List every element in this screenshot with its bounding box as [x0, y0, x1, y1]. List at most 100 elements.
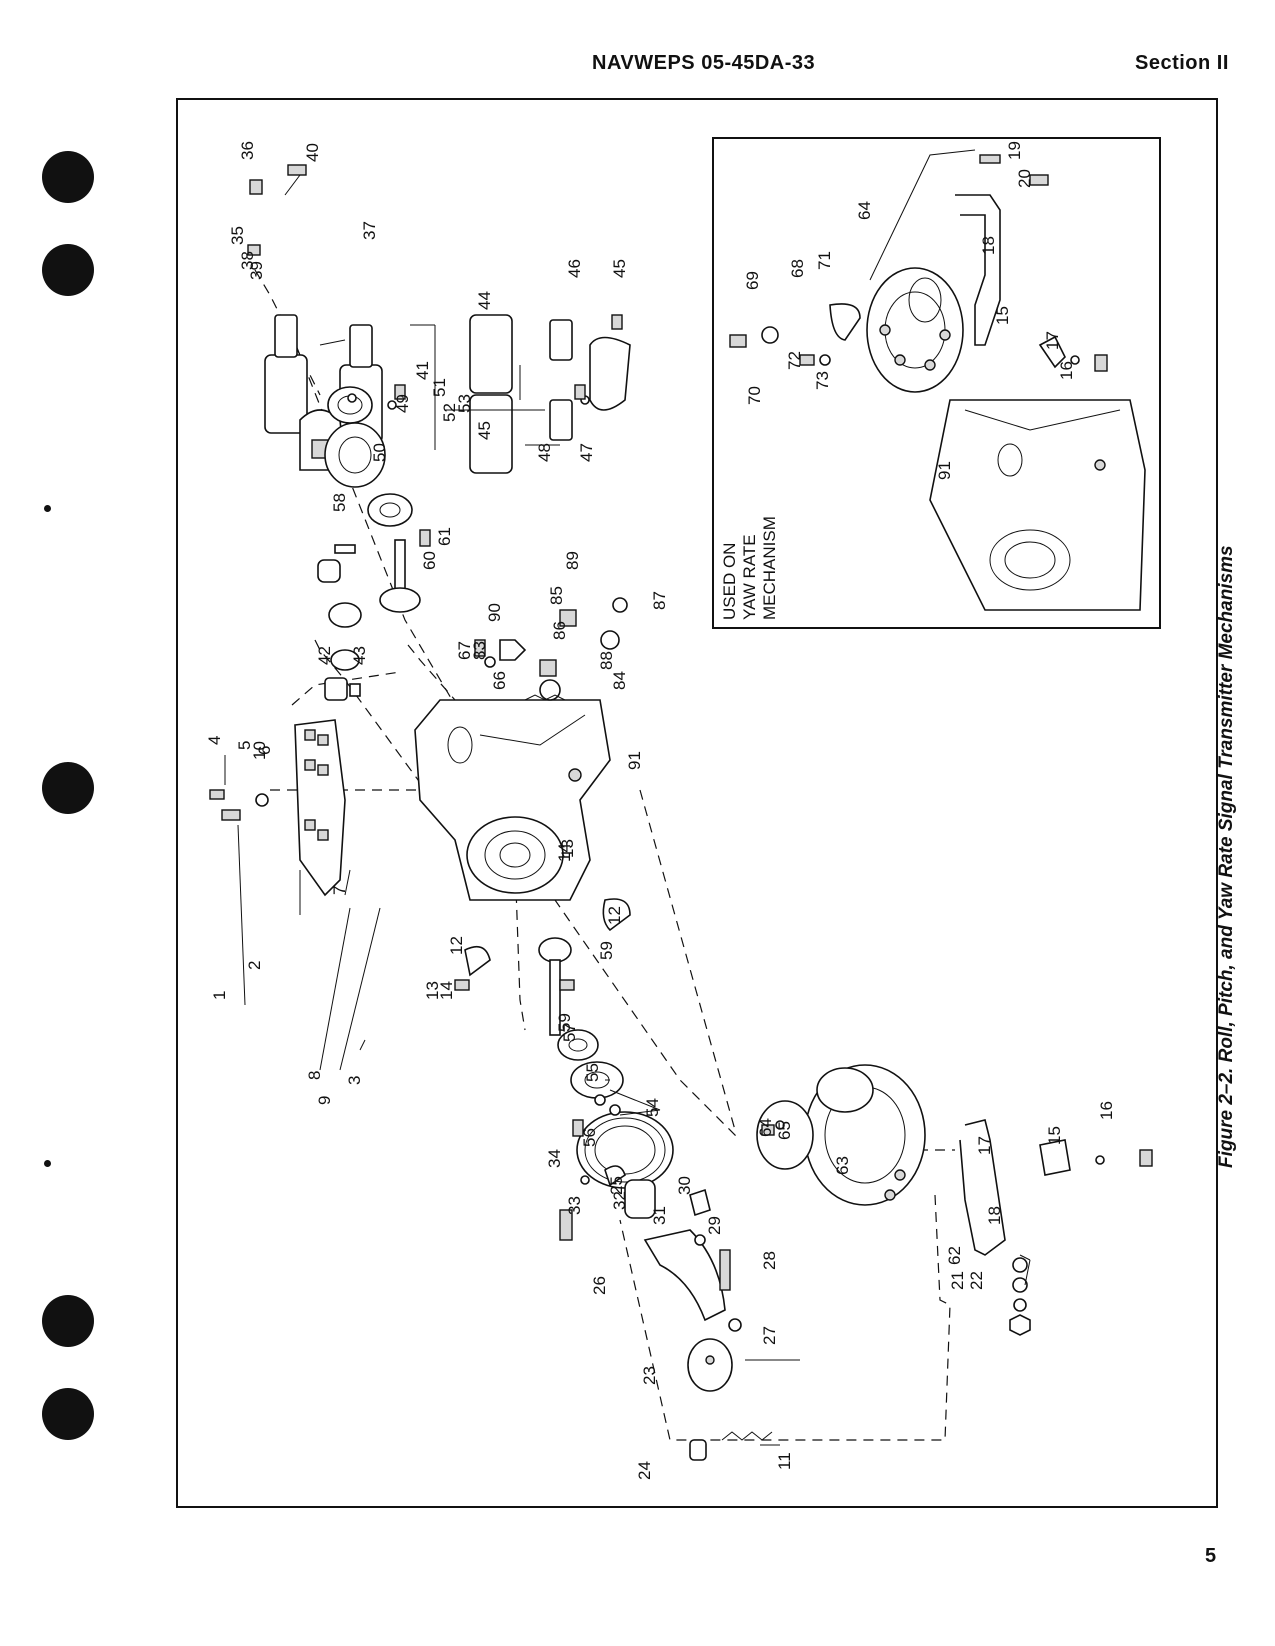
callout-inset-18: 18 [979, 236, 998, 255]
callout-main-39: 39 [247, 261, 266, 280]
callout-inset-73: 73 [813, 371, 832, 390]
coil-32 [576, 1111, 674, 1189]
callout-main-9: 9 [315, 1096, 334, 1105]
callout-main-41: 41 [413, 361, 432, 380]
callout-main-34: 34 [545, 1149, 564, 1168]
figure-caption: Figure 2–2. Roll, Pitch, and Yaw Rate Si… [1216, 545, 1237, 1168]
callout-main-86: 86 [550, 621, 569, 640]
callout-main-90: 90 [485, 603, 504, 622]
callout-main-44: 44 [475, 291, 494, 310]
callout-main-13: 13 [558, 839, 577, 858]
leader-lines [224, 174, 1031, 1446]
bracket-15 [1039, 1139, 1071, 1176]
callout-main-10: 10 [250, 741, 269, 760]
callout-main-47: 47 [577, 443, 596, 462]
callout-main-35: 35 [228, 226, 247, 245]
callout-inset-64: 64 [855, 201, 874, 220]
callout-main-33: 33 [565, 1196, 584, 1215]
spring-11 [721, 1431, 773, 1441]
pot-26 [624, 1179, 656, 1219]
callout-main-87: 87 [650, 591, 669, 610]
callout-main-58: 58 [330, 493, 349, 512]
callout-main-43: 43 [350, 646, 369, 665]
callout-main-40: 40 [303, 143, 322, 162]
callout-inset-15: 15 [993, 306, 1012, 325]
callout-main-23: 23 [640, 1366, 659, 1385]
inset-small-hardware [729, 154, 1108, 372]
inset-bracket-18 [955, 194, 1001, 346]
binder-hole [42, 1388, 94, 1440]
callout-main-53: 53 [455, 394, 474, 413]
callout-main-11: 11 [775, 1452, 794, 1470]
callout-inset-70: 70 [745, 386, 764, 405]
callout-main-27: 27 [760, 1326, 779, 1345]
fasteners [209, 164, 1153, 1336]
binder-hole [42, 151, 94, 203]
callout-main-51: 51 [430, 378, 449, 397]
part-25 [689, 1439, 707, 1461]
binder-hole [42, 1295, 94, 1347]
callout-main-84: 84 [610, 671, 629, 690]
clamp-12 [464, 945, 491, 977]
callout-main-14: 14 [437, 981, 456, 1000]
callout-main-37: 37 [360, 221, 379, 240]
callout-main-26: 26 [590, 1276, 609, 1295]
callout-main-21: 21 [948, 1271, 967, 1290]
solenoid-assembly-45 [469, 314, 631, 474]
callout-main-61: 61 [435, 527, 454, 546]
callout-main-32: 32 [610, 1191, 629, 1210]
callout-inset-91: 91 [935, 461, 954, 480]
inset-note-line: MECHANISM [760, 516, 779, 620]
callout-main-3: 3 [345, 1076, 364, 1085]
gear-24 [687, 1338, 733, 1392]
callout-main-49: 49 [393, 394, 412, 413]
callout-main-62: 62 [945, 1246, 964, 1265]
callout-main-38: 38 [238, 251, 257, 270]
plate-27 [643, 1229, 726, 1322]
callout-main-8: 8 [305, 1071, 324, 1080]
inset-note-line: USED ON [720, 543, 739, 620]
callout-main-18: 18 [985, 1206, 1004, 1225]
terminal-board-3 [294, 719, 346, 897]
callout-inset-20: 20 [1015, 169, 1034, 188]
inset-motor-64 [866, 149, 976, 393]
figure-frame [176, 98, 1218, 1508]
section-heading: Section II [1135, 52, 1229, 74]
callout-main-24: 24 [635, 1461, 654, 1480]
callout-main-45: 45 [475, 421, 494, 440]
callout-main-85: 85 [547, 586, 566, 605]
callout-main-22: 22 [967, 1271, 986, 1290]
callout-main-12: 12 [605, 906, 624, 925]
motor-64 [804, 1064, 926, 1206]
callout-inset-17: 17 [1043, 331, 1062, 350]
callout-inset-71: 71 [815, 251, 834, 270]
callout-inset-16: 16 [1057, 361, 1076, 380]
callout-main-6: 6 [255, 746, 274, 755]
callout-main-5: 5 [235, 741, 254, 750]
callout-inset-68: 68 [788, 259, 807, 278]
bearing-59-lower [557, 1029, 599, 1061]
document-number: NAVWEPS 05-45DA-33 [592, 52, 816, 74]
callout-main-46: 46 [565, 259, 584, 278]
callout-main-7: 7 [330, 886, 349, 895]
bearing-housing-52 [324, 386, 386, 488]
callout-main-1: 1 [210, 991, 229, 1000]
inset-note-line: YAW RATE [740, 534, 759, 620]
callout-main-16: 16 [1097, 1101, 1116, 1120]
callout-inset-19: 19 [1005, 141, 1024, 160]
callout-main-66: 66 [490, 671, 509, 690]
shaft-60 [538, 937, 572, 1036]
callout-main-89: 89 [563, 551, 582, 570]
callout-main-17: 17 [975, 1136, 994, 1155]
callout-main-12: 12 [447, 936, 466, 955]
callout-main-52: 52 [440, 403, 459, 422]
inset-note: USED ON YAW RATE MECHANISM [720, 516, 779, 620]
callout-main-31: 31 [650, 1206, 669, 1225]
callout-main-64: 64 [756, 1118, 775, 1137]
shaft-62 [379, 539, 421, 613]
callout-main-45: 45 [610, 259, 629, 278]
callout-main-28: 28 [760, 1251, 779, 1270]
callout-main-50: 50 [370, 443, 389, 462]
callout-main-2: 2 [245, 961, 264, 970]
